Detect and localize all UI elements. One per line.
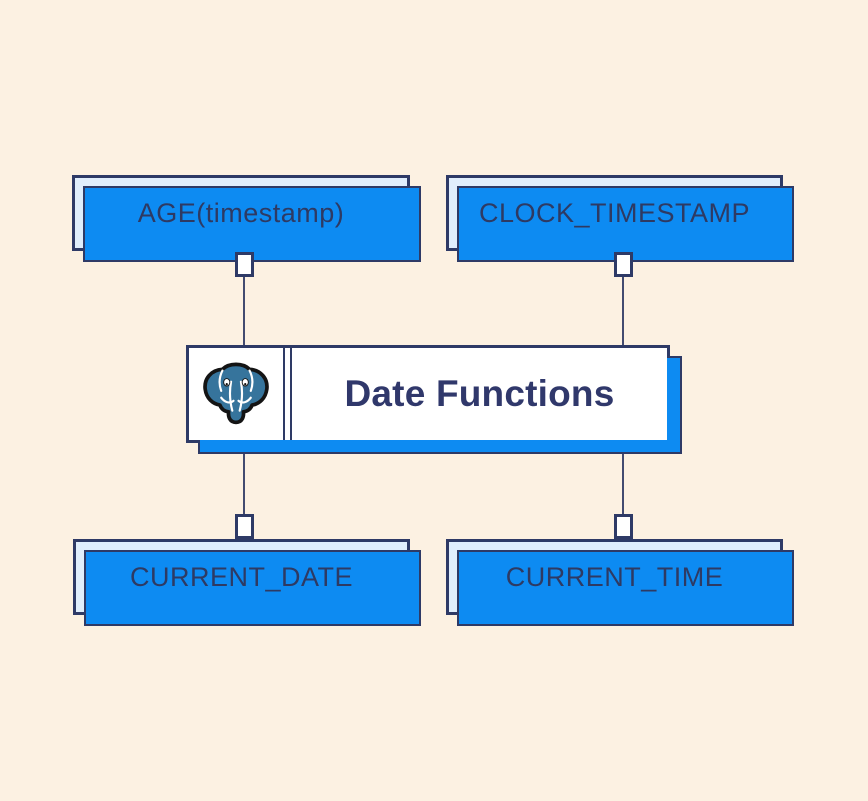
node-current-date: CURRENT_DATE (73, 539, 410, 615)
connector-line-top-right (622, 262, 624, 346)
diagram-title: Date Functions (344, 373, 615, 414)
title-box: Date Functions (186, 345, 670, 443)
connector-line-bottom-left (243, 448, 245, 518)
connector-port-top-right (614, 252, 633, 277)
node-label: CLOCK_TIMESTAMP (478, 197, 751, 228)
node-label: CURRENT_DATE (129, 561, 353, 592)
divider (285, 348, 292, 440)
connector-port-bottom-left (235, 514, 254, 539)
connector-port-bottom-right (614, 514, 633, 539)
node-age-timestamp: AGE(timestamp) (72, 175, 410, 251)
connector-line-bottom-right (622, 448, 624, 518)
node-current-time: CURRENT_TIME (446, 539, 783, 615)
connector-line-top-left (243, 262, 245, 346)
node-clock-timestamp: CLOCK_TIMESTAMP (446, 175, 783, 251)
node-label: AGE(timestamp) (137, 197, 345, 228)
postgresql-elephant-icon (189, 348, 285, 440)
node-label: CURRENT_TIME (505, 561, 724, 592)
connector-port-top-left (235, 252, 254, 277)
title-cell: Date Functions (292, 348, 667, 440)
